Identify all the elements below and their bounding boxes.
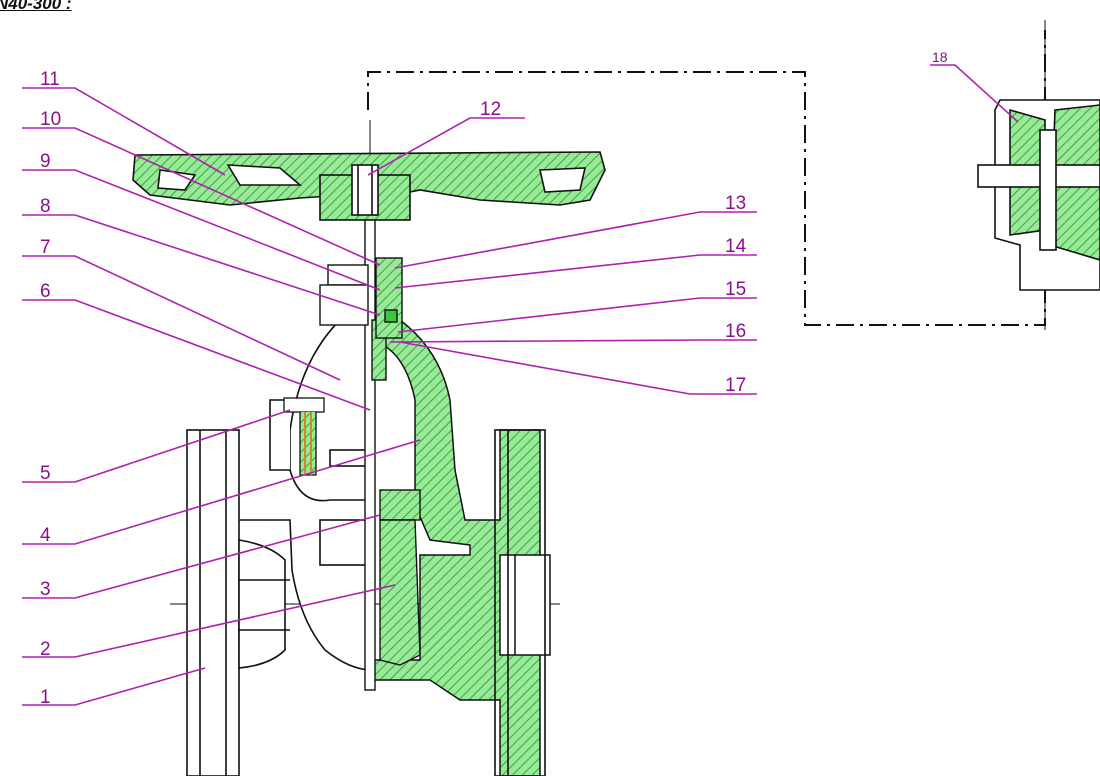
callout-5: 5	[40, 463, 51, 484]
callout-10: 10	[40, 109, 62, 130]
left-flange	[186, 429, 240, 776]
callout-13: 13	[725, 193, 747, 214]
callout-1: 1	[40, 687, 51, 708]
bonnet-bolt	[283, 397, 325, 476]
callout-6: 6	[40, 281, 51, 302]
callout-15: 15	[725, 279, 747, 300]
gate-wedge	[379, 519, 421, 666]
gland-packing	[319, 257, 403, 339]
callout-18: 18	[932, 49, 948, 65]
drawing-title: N40-300 :	[0, 0, 72, 13]
callout-9: 9	[40, 151, 51, 172]
leader-lines	[22, 64, 1019, 706]
callout-8: 8	[40, 196, 51, 217]
right-flange	[494, 429, 546, 776]
callout-3: 3	[40, 579, 51, 600]
callout-16: 16	[725, 321, 747, 342]
handwheel	[132, 151, 606, 221]
callout-2: 2	[40, 639, 51, 660]
callout-14: 14	[725, 236, 747, 257]
callout-4: 4	[40, 525, 51, 546]
callout-12: 12	[480, 99, 502, 120]
valve-body-left	[238, 319, 373, 671]
callout-17: 17	[725, 375, 747, 396]
callout-7: 7	[40, 237, 51, 258]
detail-view-18	[977, 20, 1100, 330]
callout-11: 11	[40, 69, 60, 90]
detail-reference-frame	[367, 30, 1046, 326]
